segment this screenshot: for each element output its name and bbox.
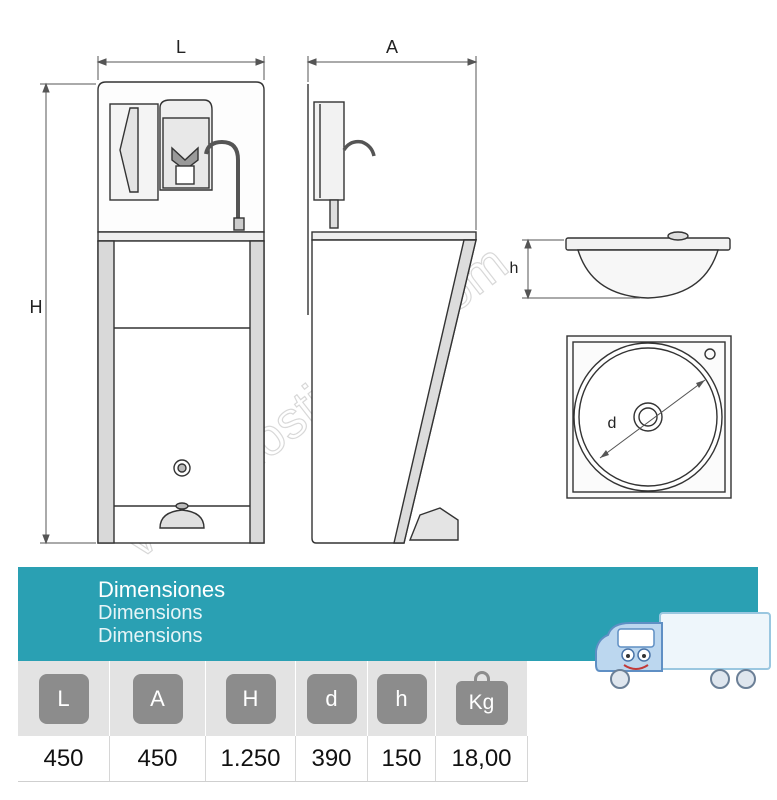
basin-top-view [566, 335, 732, 499]
header-badge-L: L [38, 673, 89, 724]
dimension-h [522, 238, 640, 300]
header-badge-A: A [132, 673, 183, 724]
dimension-L [96, 56, 266, 80]
table-header-row: L A H d h Kg [18, 661, 528, 736]
header-badge-d: d [306, 673, 357, 724]
banner-subtitle-2: Dimensions [98, 625, 203, 647]
front-view [97, 81, 265, 544]
value-L: 450 [43, 744, 84, 772]
banner-title: Dimensiones [98, 577, 226, 602]
weight-icon: Kg [455, 670, 508, 725]
header-badge-h: h [376, 673, 427, 724]
dimension-d-label: d [608, 415, 617, 432]
dimension-h-label: h [510, 260, 519, 277]
dimensions-table: L A H d h Kg 450 450 1.250 390 150 18,00 [18, 661, 528, 782]
banner-subtitle-1: Dimensions [98, 602, 203, 624]
side-view [307, 84, 477, 544]
dimension-H [40, 82, 96, 545]
value-H: 1.250 [220, 744, 281, 772]
value-d: 390 [311, 744, 352, 772]
value-kg: 18,00 [451, 744, 512, 772]
basin-side-view [565, 231, 731, 299]
value-h: 150 [381, 744, 422, 772]
table-value-row: 450 450 1.250 390 150 18,00 [18, 736, 528, 782]
dimension-A-label: A [386, 37, 398, 57]
truck-logo [595, 612, 771, 689]
header-badge-H: H [225, 673, 276, 724]
value-A: 450 [137, 744, 178, 772]
technical-drawing: vehiculostienda.com [30, 37, 732, 565]
dimensions-banner: Dimensiones Dimensions Dimensions [18, 567, 758, 661]
dimension-H-label: H [30, 297, 43, 317]
dimension-A [306, 56, 478, 230]
dimension-L-label: L [176, 37, 186, 57]
